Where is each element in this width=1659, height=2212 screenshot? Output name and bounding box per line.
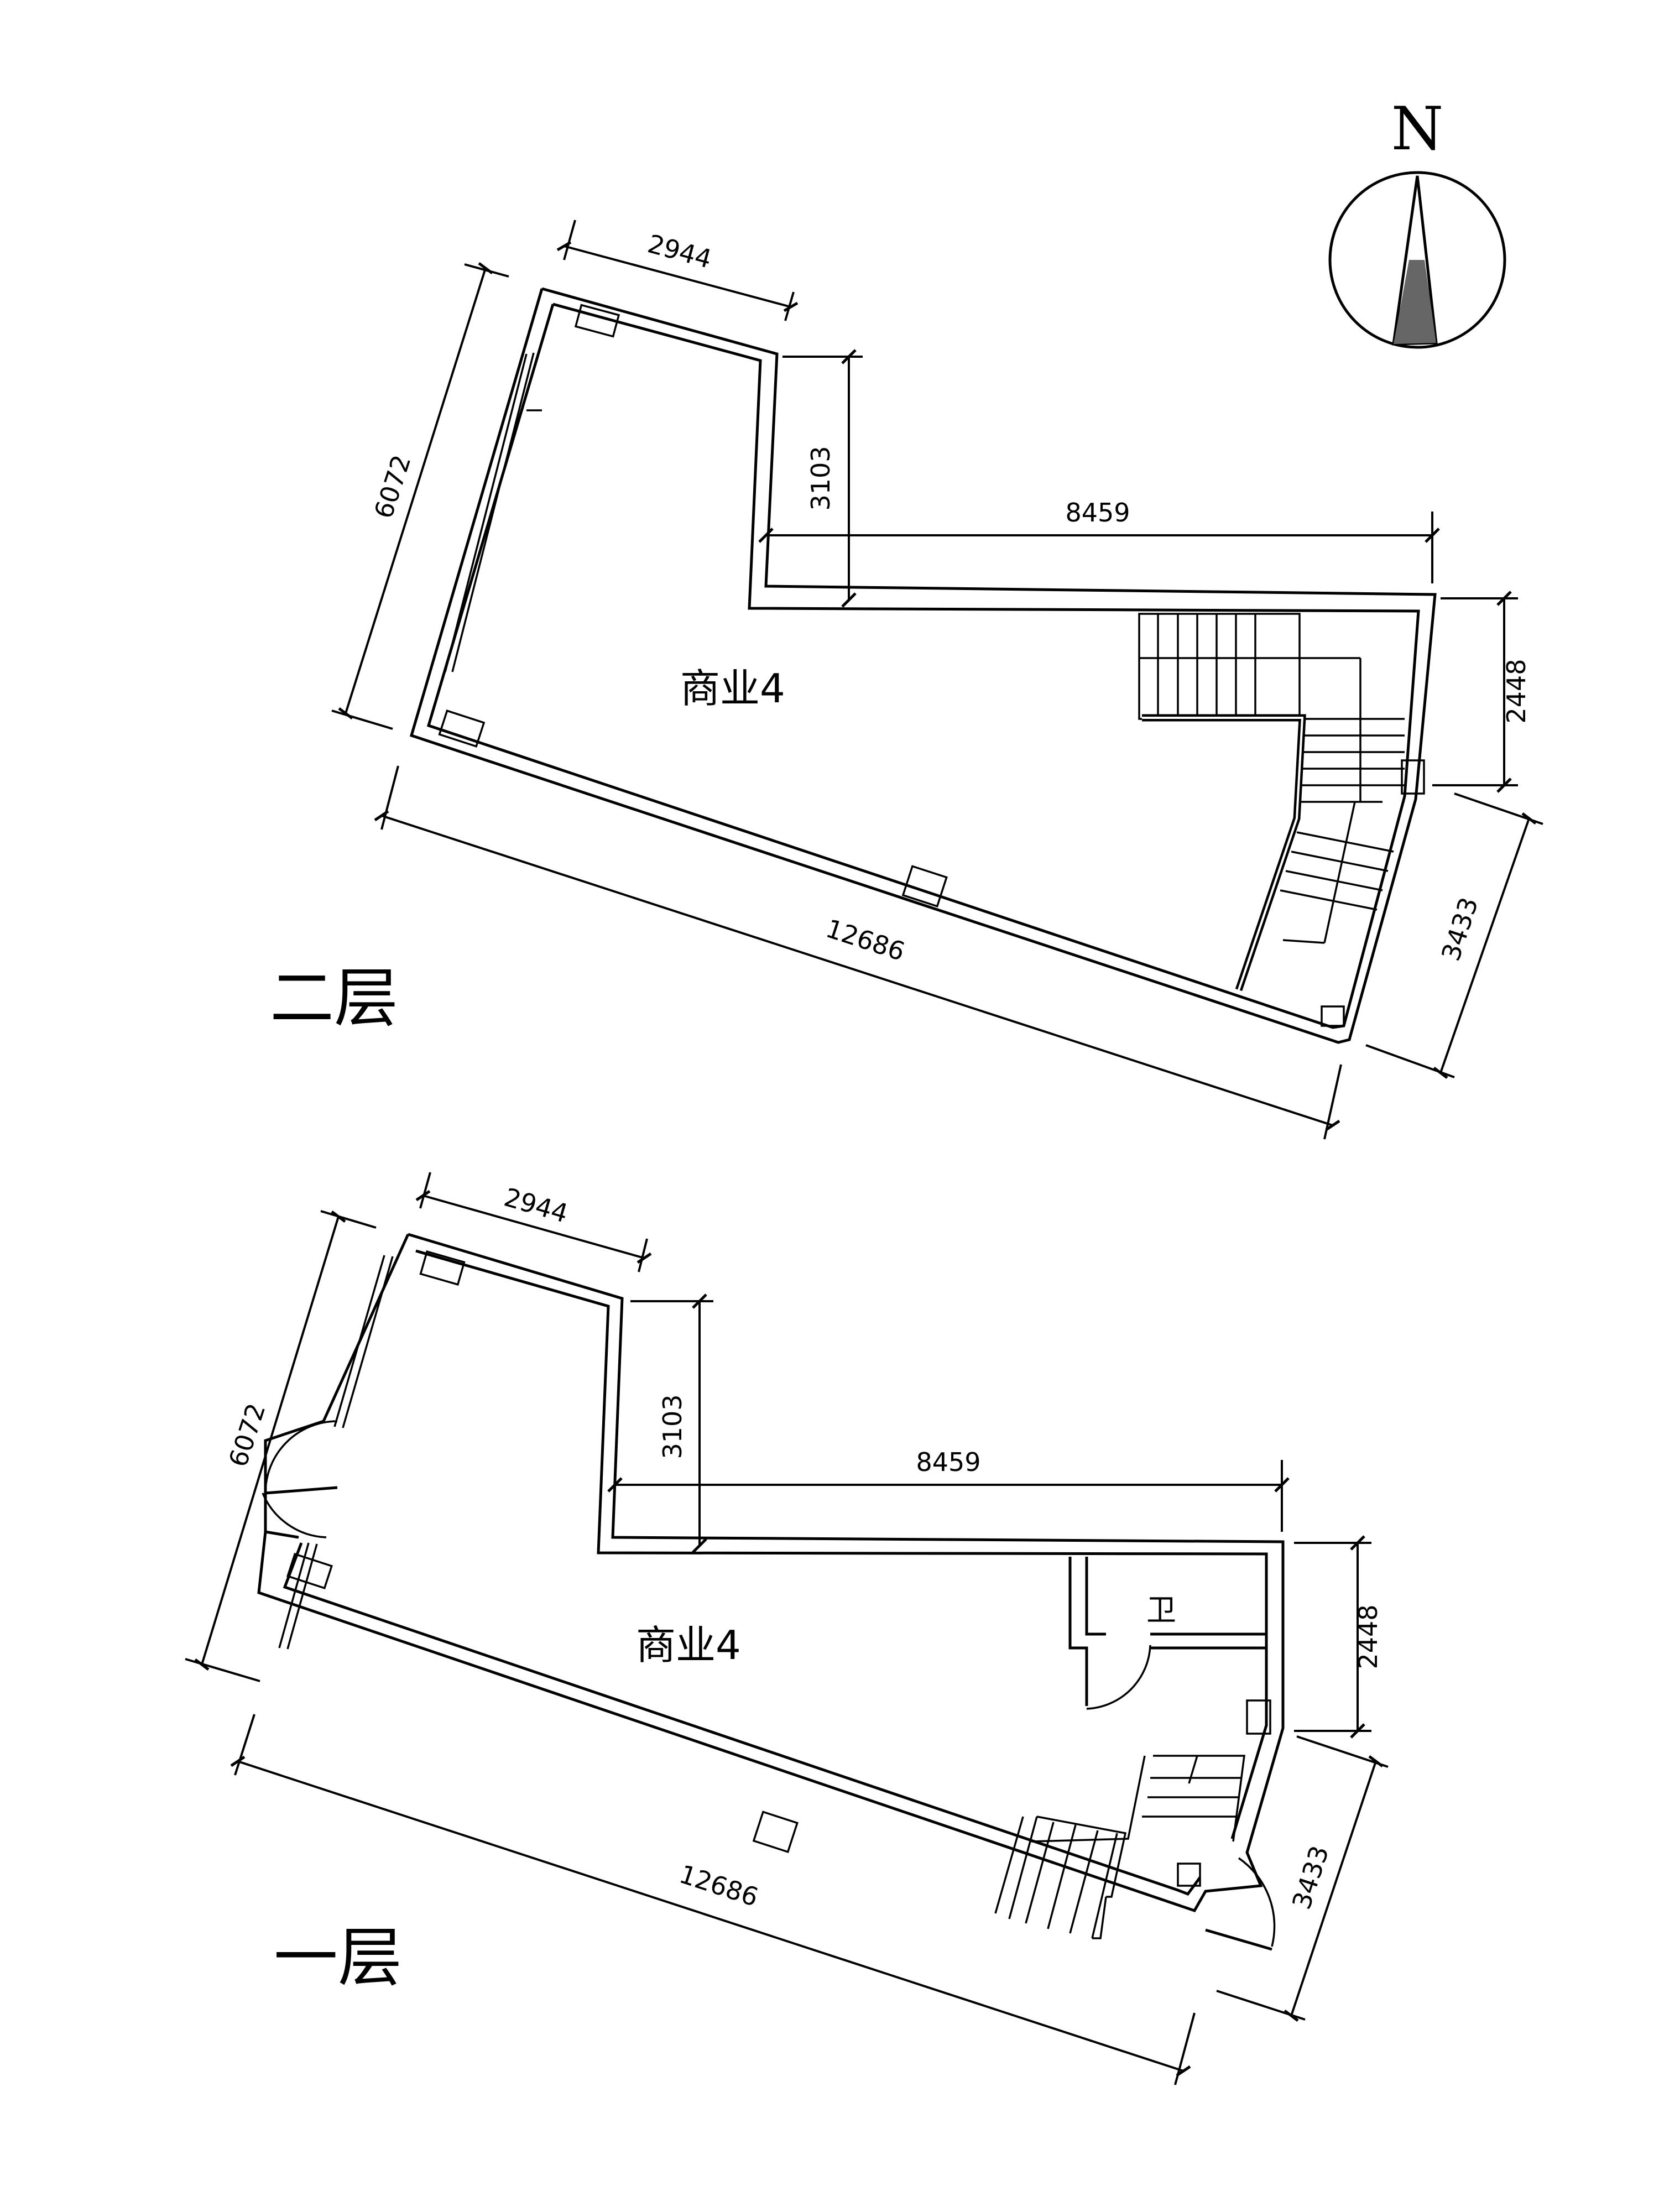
north-compass: N xyxy=(1328,95,1506,349)
compass-circle xyxy=(1328,171,1506,349)
first-floor-door-left xyxy=(264,1420,338,1494)
first-floor-washroom: 卫 xyxy=(1068,1557,1266,1710)
column xyxy=(901,865,948,908)
dim-notch-depth: 3103 xyxy=(806,446,836,510)
column xyxy=(286,1553,333,1589)
first-floor-plan: 卫 商业4 一层 xyxy=(185,1172,1389,2085)
column xyxy=(438,709,486,748)
dim-mid-width: 8459 xyxy=(916,1447,980,1477)
column xyxy=(419,1250,466,1286)
first-floor-window xyxy=(333,1255,385,1427)
compass-needle-fill xyxy=(1394,260,1436,344)
dim-right-depth: 2448 xyxy=(1353,1604,1383,1669)
second-floor-window xyxy=(444,353,528,672)
dim-bottom-length: 12686 xyxy=(822,913,909,967)
second-floor-outer-wall xyxy=(409,287,1437,1044)
second-floor-plan: 商业4 二层 2944 6072 3103 xyxy=(270,220,1543,1140)
dim-mid-width: 8459 xyxy=(1065,498,1130,528)
first-floor-door-right xyxy=(1238,1857,1276,1947)
second-floor-room-label: 商业4 xyxy=(680,665,785,712)
second-floor-inner-wall xyxy=(426,302,1420,1029)
column xyxy=(1246,1699,1271,1735)
first-floor-stair xyxy=(994,1755,1245,1939)
column xyxy=(1321,1005,1345,1027)
compass-north-label: N xyxy=(1391,95,1444,164)
first-floor-title: 一层 xyxy=(274,1921,402,1995)
second-floor-title: 二层 xyxy=(270,961,398,1036)
first-floor-outer-wall xyxy=(257,1233,1285,1913)
column xyxy=(1401,759,1425,795)
dim-notch-depth: 3103 xyxy=(658,1394,687,1459)
column xyxy=(574,304,620,338)
dim-right-depth: 2448 xyxy=(1501,659,1531,723)
dim-top-width: 2944 xyxy=(645,228,715,274)
second-floor-stair xyxy=(1138,613,1405,992)
dim-diagonal-depth: 3433 xyxy=(1436,894,1484,964)
first-floor-inner-wall xyxy=(415,1249,1268,1839)
washroom-label: 卫 xyxy=(1146,1593,1176,1627)
column xyxy=(1177,1863,1201,1887)
column xyxy=(752,1811,799,1854)
first-floor-room-label: 商业4 xyxy=(636,1622,741,1668)
dim-diagonal-depth: 3433 xyxy=(1286,1842,1335,1913)
dim-bottom-length: 12686 xyxy=(676,1859,762,1912)
